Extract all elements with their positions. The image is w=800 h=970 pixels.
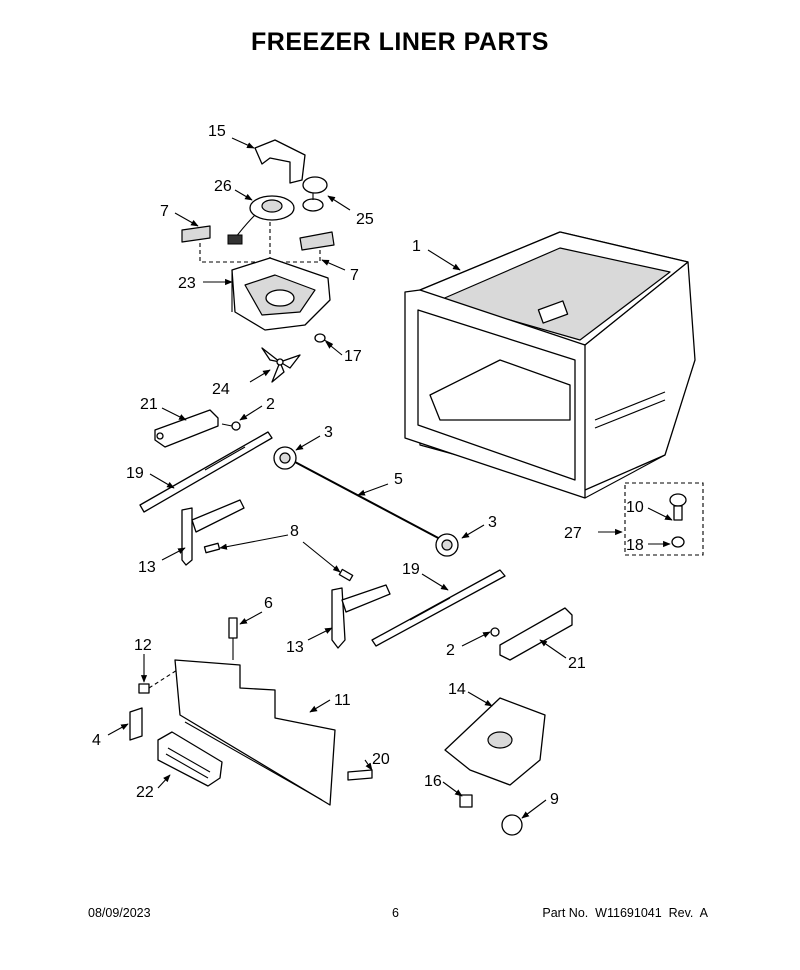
gear-upper[interactable] xyxy=(273,446,297,470)
page-title: FREEZER LINER PARTS xyxy=(251,28,549,56)
callout-13-right: 13 xyxy=(286,639,304,656)
callout-27: 27 xyxy=(564,525,582,542)
callout-18: 18 xyxy=(626,537,644,554)
callout-5: 5 xyxy=(394,471,403,488)
callout-7-right: 7 xyxy=(350,267,359,284)
callout-9: 9 xyxy=(550,791,559,808)
callout-11: 11 xyxy=(334,692,351,709)
gear-lower[interactable] xyxy=(435,533,459,557)
sensor-6[interactable] xyxy=(228,617,238,660)
screw-17[interactable] xyxy=(314,333,333,345)
callout-4: 4 xyxy=(92,732,101,749)
slide-bracket-right[interactable] xyxy=(499,607,573,661)
air-grille[interactable] xyxy=(157,731,223,787)
fan-housing[interactable] xyxy=(231,257,331,331)
callout-15: 15 xyxy=(208,123,226,140)
freezer-liner-basket[interactable] xyxy=(404,231,696,499)
callout-10: 10 xyxy=(626,499,644,516)
footer-page-number: 6 xyxy=(392,906,399,920)
kit-27[interactable] xyxy=(624,482,704,556)
damper-housing[interactable] xyxy=(444,697,546,786)
callout-16: 16 xyxy=(424,773,442,790)
callout-7-left: 7 xyxy=(160,203,169,220)
callout-21-upper: 21 xyxy=(140,396,158,413)
screw-2-upper[interactable] xyxy=(221,421,241,431)
fan-bracket[interactable] xyxy=(254,139,306,184)
connector-16[interactable] xyxy=(459,794,473,808)
callout-3-upper: 3 xyxy=(324,424,333,441)
callout-24: 24 xyxy=(212,381,230,398)
callout-2-lower: 2 xyxy=(446,642,455,659)
part-10 xyxy=(669,493,687,507)
part-18 xyxy=(671,536,685,548)
fan-motor[interactable] xyxy=(227,195,295,245)
callout-25: 25 xyxy=(356,211,374,228)
footer-date: 08/09/2023 xyxy=(88,906,151,920)
screw-12[interactable] xyxy=(138,683,150,694)
footer-part-number: Part No. W11691041 Rev. A xyxy=(542,906,708,920)
callout-23: 23 xyxy=(178,275,196,292)
callout-13-left: 13 xyxy=(138,559,156,576)
callout-2-upper: 2 xyxy=(266,396,275,413)
callout-22: 22 xyxy=(136,784,154,801)
thermistor[interactable] xyxy=(302,176,328,212)
screw-8-right[interactable] xyxy=(338,568,354,582)
callout-20: 20 xyxy=(372,751,390,768)
pinion-shaft[interactable] xyxy=(294,461,443,541)
foam-pad-left[interactable] xyxy=(181,225,211,243)
rear-panel[interactable] xyxy=(174,659,336,806)
slide-rail-right[interactable] xyxy=(371,569,506,647)
slide-bracket-left[interactable] xyxy=(154,409,219,448)
screw-8-left[interactable] xyxy=(203,542,221,554)
screw-2-lower[interactable] xyxy=(490,627,500,637)
leader-lines xyxy=(107,137,673,819)
callout-12: 12 xyxy=(134,637,152,654)
callout-14: 14 xyxy=(448,681,466,698)
callout-19-left: 19 xyxy=(126,465,144,482)
callout-8: 8 xyxy=(290,523,299,540)
callout-17: 17 xyxy=(344,348,362,365)
callout-26: 26 xyxy=(214,178,232,195)
callout-6: 6 xyxy=(264,595,273,612)
gear-9[interactable] xyxy=(501,814,523,836)
callout-3-lower: 3 xyxy=(488,514,497,531)
foam-pad-right[interactable] xyxy=(299,231,335,251)
fan-blade[interactable] xyxy=(261,347,301,383)
callout-21-lower: 21 xyxy=(568,655,586,672)
clip-4[interactable] xyxy=(129,707,143,741)
callout-19-right: 19 xyxy=(402,561,420,578)
rail-support-left[interactable] xyxy=(181,499,245,566)
slide-rail-left[interactable] xyxy=(139,431,273,513)
callout-1: 1 xyxy=(412,238,421,255)
foam-strip-20[interactable] xyxy=(347,769,373,781)
